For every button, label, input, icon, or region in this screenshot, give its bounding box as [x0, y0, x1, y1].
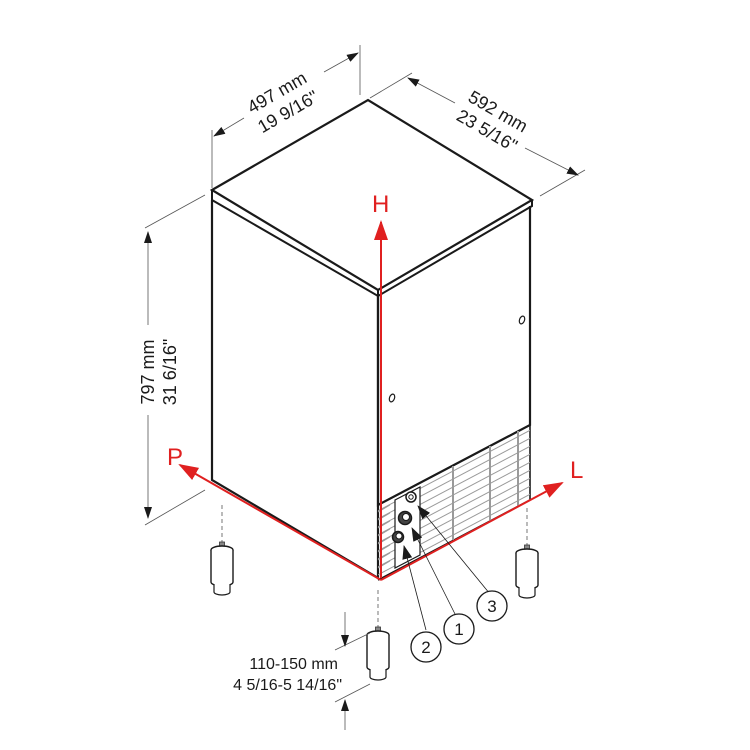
- leg-right: [515, 544, 539, 599]
- axis-p-label: P: [167, 444, 183, 471]
- cabinet: [209, 98, 535, 580]
- svg-text:1: 1: [454, 620, 463, 639]
- front-grille: [377, 423, 531, 581]
- axis-l-label: L: [570, 457, 583, 484]
- axis-h-label: H: [372, 191, 389, 218]
- leg-height-metric: 110-150 mm: [249, 656, 338, 673]
- axis-l-line: [380, 482, 564, 581]
- callout-1: 1: [443, 613, 475, 645]
- svg-text:3: 3: [487, 597, 496, 616]
- hinge-mark-lower: [388, 393, 396, 403]
- svg-text:2: 2: [421, 638, 430, 657]
- callout-3: 3: [476, 590, 508, 622]
- callouts: 2 1 3: [402, 505, 508, 663]
- adjustable-legs: [210, 505, 539, 681]
- callout-2: 2: [410, 631, 442, 663]
- dimension-leg-height: 110-150 mm 4 5/16-5 14/16": [233, 612, 371, 730]
- hinge-mark-upper: [518, 315, 526, 325]
- height-imperial: 31 6/16": [160, 339, 180, 405]
- axes: H P L: [167, 191, 583, 581]
- axis-p-line: [178, 464, 382, 581]
- leg-left: [210, 541, 234, 596]
- leg-height-imperial: 4 5/16-5 14/16": [233, 677, 342, 694]
- dimension-height: 797 mm 31 6/16": [138, 194, 206, 526]
- height-metric: 797 mm: [138, 339, 158, 404]
- connector-3: [405, 491, 417, 503]
- leg-front: [366, 626, 390, 681]
